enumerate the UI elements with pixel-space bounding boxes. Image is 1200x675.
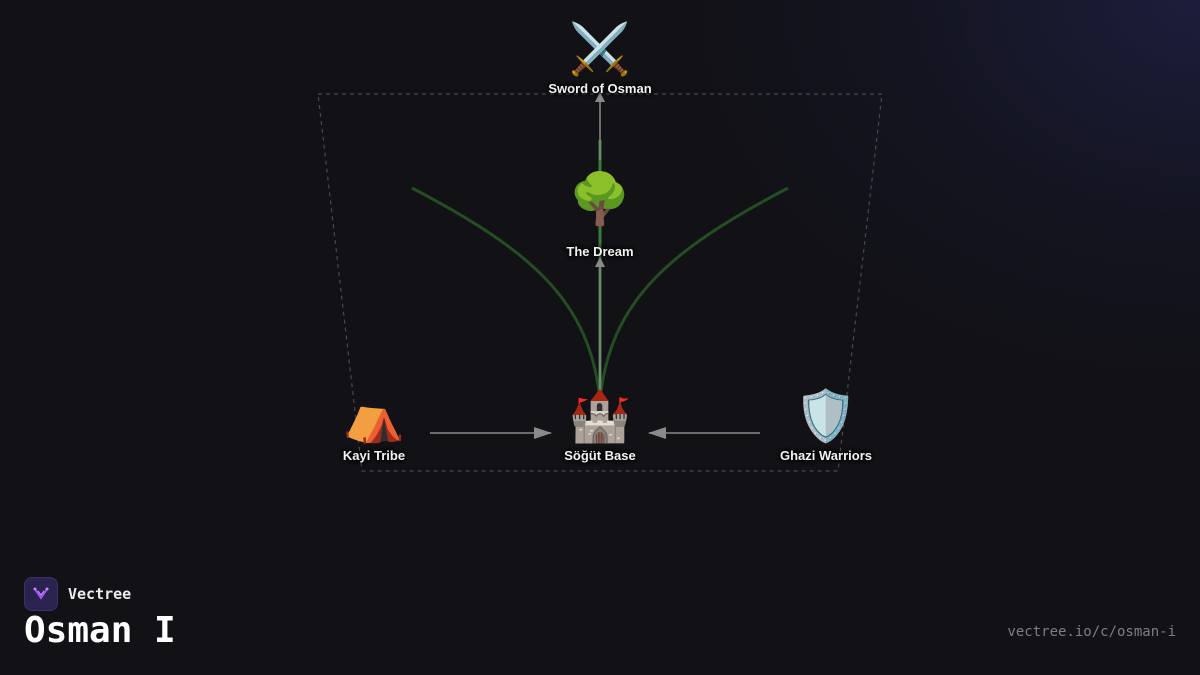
node-label: The Dream xyxy=(566,244,634,259)
tree-icon: 🌳 xyxy=(568,170,632,228)
node-label: Kayi Tribe xyxy=(342,448,406,463)
brand[interactable]: Vectree xyxy=(24,577,131,611)
node-sword-of-osman[interactable]: ⚔️ Sword of Osman xyxy=(510,19,690,96)
shield-icon: 🛡️ xyxy=(794,387,858,445)
tree-branch-right xyxy=(598,186,789,401)
node-kayi-tribe[interactable]: ⛺ Kayi Tribe xyxy=(284,386,464,463)
tree-branch-left xyxy=(411,186,602,401)
node-label: Söğüt Base xyxy=(564,448,636,463)
node-sogut-base[interactable]: 🏰 Söğüt Base xyxy=(510,386,690,463)
node-the-dream[interactable]: 🌳 The Dream xyxy=(510,169,690,259)
brand-name: Vectree xyxy=(68,585,132,603)
crossed-swords-icon: ⚔️ xyxy=(568,20,632,78)
tent-icon: ⛺ xyxy=(342,387,406,445)
page-title: Osman I xyxy=(24,610,176,651)
node-ghazi-warriors[interactable]: 🛡️ Ghazi Warriors xyxy=(736,386,916,463)
node-label: Ghazi Warriors xyxy=(780,448,872,463)
boundary-outline xyxy=(317,93,883,472)
page-url[interactable]: vectree.io/c/osman-i xyxy=(1007,624,1176,640)
castle-icon: 🏰 xyxy=(568,387,632,445)
node-label: Sword of Osman xyxy=(548,81,652,96)
vectree-logo-icon xyxy=(24,577,58,611)
